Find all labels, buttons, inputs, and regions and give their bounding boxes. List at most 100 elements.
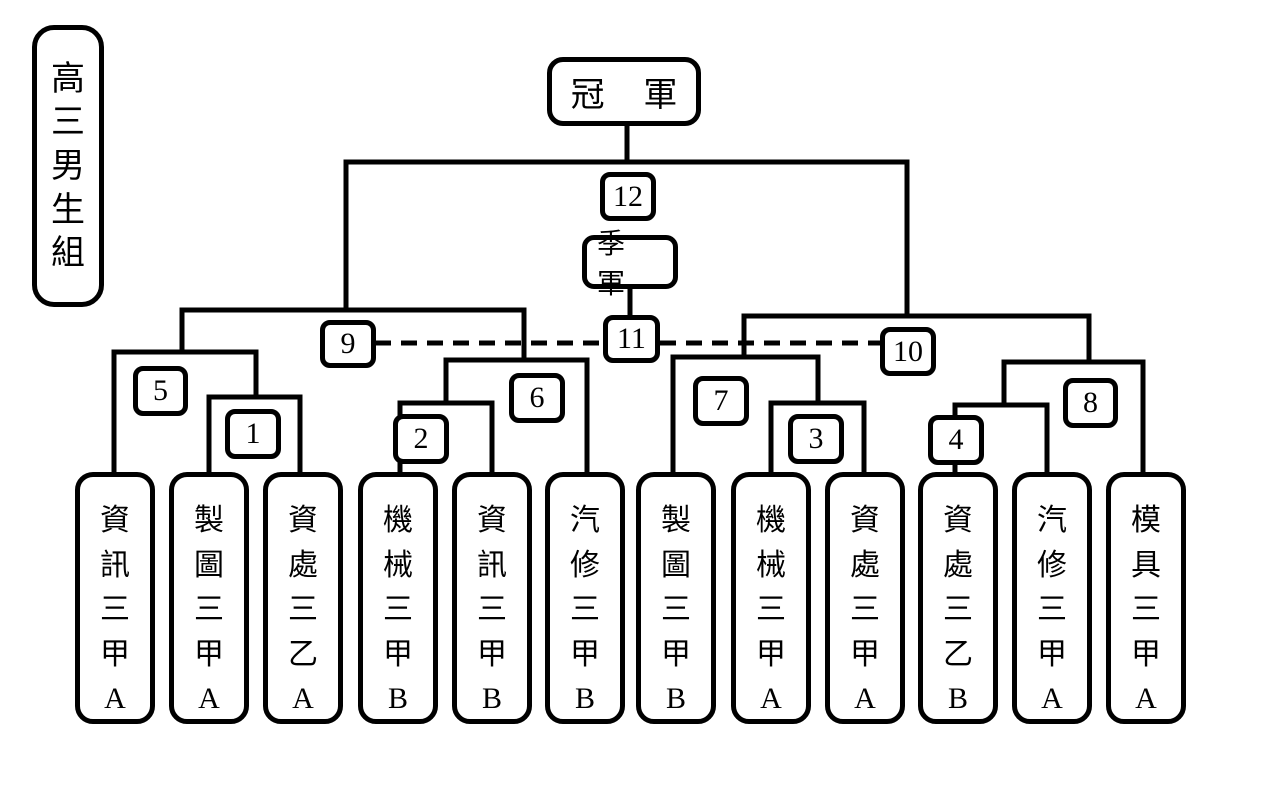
- team-suffix: B: [481, 682, 502, 715]
- title-char: 三: [51, 102, 85, 143]
- team-char: 機: [756, 503, 786, 538]
- match-4-badge: 4: [928, 415, 984, 465]
- team-suffix: B: [387, 682, 408, 715]
- team-char: 甲: [756, 636, 786, 672]
- team-char: 圖: [661, 547, 691, 583]
- title-char: 高: [51, 58, 85, 99]
- team-char: 處: [288, 547, 318, 583]
- team-char: 三: [570, 592, 600, 627]
- team-char: 修: [1037, 547, 1067, 583]
- team-suffix: A: [292, 682, 314, 715]
- team-char: 甲: [1037, 636, 1067, 672]
- team-char: 圖: [194, 547, 224, 583]
- team-char: 甲: [477, 636, 507, 672]
- team-char: 三: [850, 592, 880, 627]
- team-char: 修: [570, 547, 600, 583]
- team-box: 汽 修 三 甲 A: [1012, 472, 1092, 724]
- match-3-line: [768, 400, 867, 475]
- final-bracket-line: [343, 159, 910, 319]
- match-7-badge: 7: [693, 376, 749, 426]
- team-box: 機 械 三 甲 A: [731, 472, 811, 724]
- semifinal-right-line: [741, 313, 1092, 365]
- team-box: 資 處 三 甲 A: [825, 472, 905, 724]
- match-10-badge: 10: [880, 327, 936, 376]
- team-char: 械: [383, 547, 413, 583]
- team-char: 三: [1131, 592, 1161, 627]
- match-8-line: [1001, 359, 1146, 475]
- team-box: 製 圖 三 甲 A: [169, 472, 249, 724]
- team-char: 汽: [1037, 503, 1067, 538]
- team-char: 處: [943, 547, 973, 583]
- team-char: 訊: [477, 547, 507, 583]
- team-char: 資: [850, 503, 880, 538]
- team-char: 模: [1131, 503, 1161, 538]
- team-suffix: A: [854, 682, 876, 715]
- team-char: 乙: [943, 636, 973, 672]
- team-char: 資: [943, 503, 973, 538]
- team-box: 資 訊 三 甲 A: [75, 472, 155, 724]
- match-2-badge: 2: [393, 414, 449, 464]
- team-char: 三: [661, 592, 691, 627]
- team-char: 資: [288, 503, 318, 538]
- match-12-badge: 12: [600, 172, 656, 221]
- team-char: 三: [477, 592, 507, 627]
- team-char: 製: [661, 503, 691, 538]
- match-8-badge: 8: [1063, 378, 1118, 428]
- team-suffix: A: [760, 682, 782, 715]
- team-suffix: B: [574, 682, 595, 715]
- team-char: 具: [1131, 547, 1161, 583]
- match-1-line: [206, 394, 303, 475]
- team-suffix: A: [198, 682, 220, 715]
- team-char: 甲: [850, 636, 880, 672]
- team-char: 三: [100, 592, 130, 627]
- team-char: 三: [288, 592, 318, 627]
- team-box: 汽 修 三 甲 B: [545, 472, 625, 724]
- team-char: 三: [1037, 592, 1067, 627]
- match-9-badge: 9: [320, 320, 376, 368]
- team-box: 資 處 三 乙 A: [263, 472, 343, 724]
- team-char: 三: [756, 592, 786, 627]
- team-box: 資 訊 三 甲 B: [452, 472, 532, 724]
- team-char: 三: [194, 592, 224, 627]
- team-box: 資 處 三 乙 B: [918, 472, 998, 724]
- team-char: 訊: [100, 547, 130, 583]
- champion-box: 冠 軍: [547, 57, 701, 126]
- team-char: 械: [756, 547, 786, 583]
- match-11-badge: 11: [603, 315, 660, 363]
- team-char: 乙: [288, 636, 318, 672]
- team-char: 甲: [194, 636, 224, 672]
- team-char: 汽: [570, 503, 600, 538]
- team-char: 機: [383, 503, 413, 538]
- team-suffix: A: [1041, 682, 1063, 715]
- team-char: 三: [943, 592, 973, 627]
- team-char: 甲: [1131, 636, 1161, 672]
- team-box: 機 械 三 甲 B: [358, 472, 438, 724]
- team-char: 資: [477, 503, 507, 538]
- team-char: 甲: [570, 636, 600, 672]
- match-7-line: [670, 354, 821, 475]
- title-char: 組: [51, 233, 85, 274]
- team-box: 製 圖 三 甲 B: [636, 472, 716, 724]
- team-char: 甲: [661, 636, 691, 672]
- team-suffix: B: [947, 682, 968, 715]
- match-1-badge: 1: [225, 409, 281, 459]
- team-char: 甲: [100, 636, 130, 672]
- team-box: 模 具 三 甲 A: [1106, 472, 1186, 724]
- team-char: 三: [383, 592, 413, 627]
- team-suffix: A: [1135, 682, 1157, 715]
- match-3-badge: 3: [788, 414, 844, 464]
- team-char: 甲: [383, 636, 413, 672]
- title-char: 生: [51, 189, 85, 230]
- semifinal-left-line: [179, 307, 527, 363]
- match-6-line: [443, 357, 590, 475]
- match-6-badge: 6: [509, 373, 565, 423]
- division-title: 高 三 男 生 組: [32, 25, 104, 307]
- team-char: 資: [100, 503, 130, 538]
- team-suffix: B: [665, 682, 686, 715]
- title-char: 男: [51, 145, 85, 186]
- team-char: 處: [850, 547, 880, 583]
- match-5-badge: 5: [133, 366, 188, 416]
- third-place-box: 季 軍: [582, 227, 678, 300]
